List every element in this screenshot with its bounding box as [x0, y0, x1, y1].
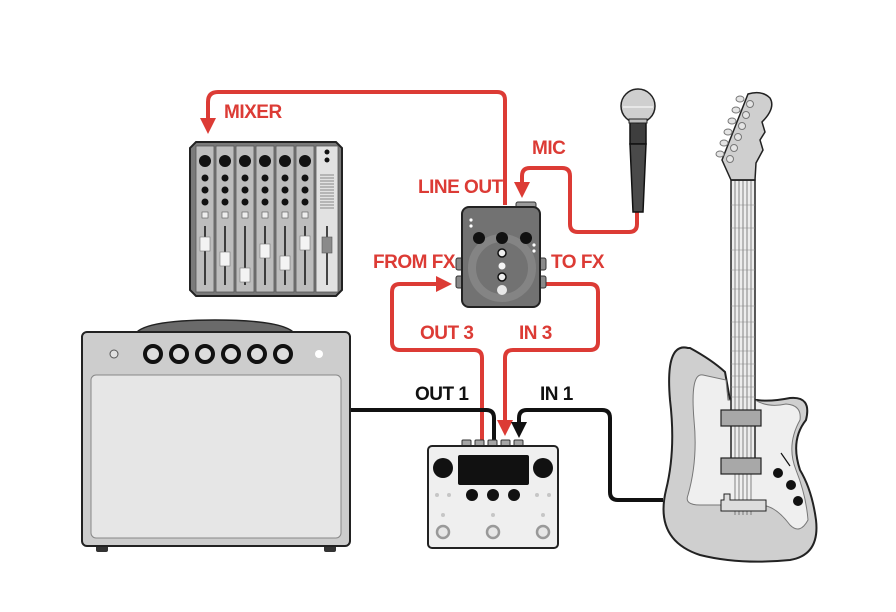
label-to-fx: TO FX [551, 252, 605, 273]
footswitches [435, 524, 551, 540]
label-in3: IN 3 [519, 323, 552, 344]
mixer-faders [199, 226, 333, 285]
cable-line-out-to-mixer [200, 90, 507, 205]
guitar-tuners [715, 95, 754, 163]
guitar-pickup-bridge [720, 457, 762, 475]
guitar-knobs [773, 468, 803, 506]
label-out3: OUT 3 [420, 323, 473, 344]
mixer-knobs [199, 149, 330, 206]
label-mixer: MIXER [224, 102, 282, 123]
amp-knobs [143, 344, 293, 364]
microphone [620, 88, 656, 213]
guitar-amp [81, 319, 351, 552]
amp-input-jack [109, 349, 119, 359]
mixer [189, 141, 343, 297]
multi-fx-unit [427, 439, 559, 549]
amp-power-light [315, 350, 323, 358]
cable-guitar-to-in1 [511, 408, 663, 502]
guitar-frets [731, 204, 755, 398]
cable-to-fx-to-in3 [497, 282, 600, 436]
mixer-meter [320, 174, 334, 209]
cable-out3-to-from-fx [390, 276, 484, 442]
mic-preamp-pedal [455, 201, 547, 308]
label-line-out: LINE OUT [418, 177, 504, 198]
electric-guitar [662, 91, 818, 563]
mixer-buttons [201, 211, 309, 219]
label-from-fx: FROM FX [373, 252, 456, 273]
guitar-pickup-neck [720, 409, 762, 427]
label-in1: IN 1 [540, 384, 574, 405]
label-mic: MIC [532, 138, 566, 159]
preamp-knobs [473, 232, 532, 244]
label-out1: OUT 1 [415, 384, 469, 405]
cable-mic-to-preamp [514, 166, 639, 234]
mixer-channels [195, 145, 339, 293]
